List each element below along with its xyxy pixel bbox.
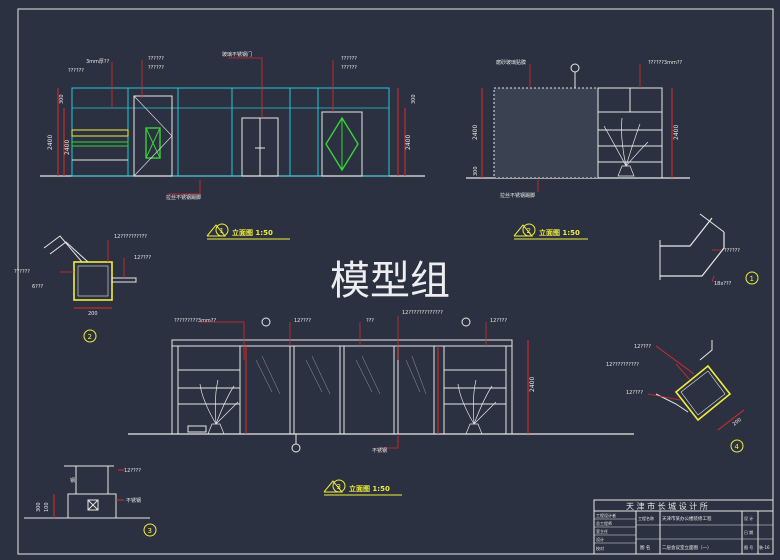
elevation-3: 2400 ?????????3mm?? 12???? ??? 12???????… bbox=[128, 310, 634, 496]
tb-date-label: 日 期 bbox=[744, 529, 753, 535]
elev2-caption: 2 立面图 1:50 bbox=[513, 223, 588, 240]
elev3-caption-title: 立面图 1:50 bbox=[349, 484, 390, 493]
elev3-label-t5: 12???? bbox=[490, 318, 507, 324]
detail3-label-1: 12???? bbox=[124, 468, 141, 474]
tb-row-4: 设计 bbox=[596, 536, 604, 542]
elev1-dim-5: 300 bbox=[411, 94, 417, 104]
detail2-label-left-a: ?????? bbox=[14, 269, 30, 275]
plant-icon bbox=[199, 379, 239, 435]
detail3-dim-2: 300 bbox=[36, 502, 42, 512]
tb-row-1: 工程设计者 bbox=[596, 512, 616, 518]
elev1-dim-4: 2400 bbox=[405, 135, 412, 150]
sheet-border bbox=[17, 8, 774, 555]
detail-4: 12???? 12?????????? 12???? 200 4 bbox=[606, 340, 745, 453]
elevation-1: 2400 2400 300 2400 300 3mm厚?? ?????? ???… bbox=[40, 51, 425, 240]
elev2-dim-2: 300 bbox=[473, 166, 479, 176]
elev2-label-top-left: 磨砂玻璃贴膜 bbox=[496, 59, 526, 66]
detail2-marker: 2 bbox=[88, 333, 92, 341]
detail4-label-1: 12???? bbox=[634, 344, 651, 350]
elev2-label-top-right: ??????3mm?? bbox=[648, 60, 682, 66]
elev1-label-top-right-a: ?????? bbox=[341, 56, 357, 62]
tb-project-name: 天津市某办公楼装修工程 bbox=[662, 515, 712, 522]
tb-drawing-label: 图 名 bbox=[640, 544, 650, 551]
elev2-dim-1: 2400 bbox=[472, 125, 479, 140]
elev1-caption-title: 立面图 1:50 bbox=[232, 228, 273, 237]
title-block-company: 天 津 市 长 城 设 计 所 bbox=[626, 501, 708, 511]
elev3-caption: 3 立面图 1:50 bbox=[323, 479, 402, 496]
tb-drawing-name: 二层会议室立面图（一） bbox=[662, 544, 712, 551]
tb-row-2: 总工程师 bbox=[596, 520, 612, 526]
svg-text:2: 2 bbox=[527, 227, 531, 235]
elev2-dim-3: 2400 bbox=[673, 125, 680, 140]
elev3-label-t1: ?????????3mm?? bbox=[174, 318, 216, 324]
frosted-glass-panel bbox=[493, 87, 599, 179]
svg-text:3: 3 bbox=[337, 483, 341, 491]
detail1-label-right-b: 18x??? bbox=[714, 281, 732, 287]
detail3-marker: 3 bbox=[148, 527, 152, 535]
tb-row-5: 校对 bbox=[596, 545, 604, 551]
elev1-dim-2: 2400 bbox=[64, 140, 71, 155]
elev1-dim-3: 300 bbox=[59, 94, 65, 104]
detail4-label-3: 12???? bbox=[626, 390, 643, 396]
detail2-label-right: 12???? bbox=[134, 255, 151, 261]
elev1-label-top-right-b: ?????? bbox=[341, 65, 357, 71]
detail3-label-3: 钢 bbox=[70, 477, 75, 484]
tb-phase-label: 设 计 bbox=[744, 515, 753, 521]
tb-sheet-label: 图 号 bbox=[744, 544, 753, 550]
detail1-marker: 1 bbox=[750, 275, 754, 283]
title-block: 天 津 市 长 城 设 计 所 工程设计者 总工程师 室主任 设计 校对 工程名… bbox=[593, 499, 774, 555]
elev1-caption: 1 立面图 1:50 bbox=[206, 223, 290, 240]
elev1-label-top-mid-a: ?????? bbox=[148, 56, 164, 62]
plant-icon bbox=[457, 379, 497, 435]
detail4-marker: 4 bbox=[735, 443, 740, 451]
elev1-label-top-center: 玻璃不锈钢门 bbox=[222, 51, 252, 58]
elev2-caption-title: 立面图 1:50 bbox=[539, 228, 580, 237]
detail2-dim-width: 200 bbox=[88, 311, 98, 317]
svg-text:1: 1 bbox=[220, 227, 224, 235]
elev1-label-bottom: 拉丝不锈钢踢脚 bbox=[166, 194, 201, 201]
elev3-label-t4: 12????????????? bbox=[402, 310, 443, 316]
detail1-label-right-a: ?????? bbox=[724, 248, 740, 254]
detail-3: 12???? 不锈钢 钢 100 300 3 bbox=[24, 465, 157, 537]
detail4-label-2: 12?????????? bbox=[606, 362, 639, 368]
watermark-text: 模型组 bbox=[330, 258, 450, 304]
detail3-label-2: 不锈钢 bbox=[126, 497, 141, 504]
elev1-dim-1: 2400 bbox=[47, 135, 54, 150]
elev3-label-t2: 12???? bbox=[294, 318, 311, 324]
detail2-label-left-b: 6??? bbox=[32, 284, 43, 290]
detail-1: ?????? 18x??? 1 bbox=[659, 213, 759, 287]
detail-2: 12?????????? ?????? 6??? 12???? 200 2 bbox=[14, 234, 151, 343]
elev3-dim-1: 2400 bbox=[529, 377, 536, 392]
elev3-label-t3: ??? bbox=[366, 318, 374, 324]
elevation-2: 2400 300 2400 磨砂玻璃贴膜 ??????3mm?? 拉丝不锈钢踢脚… bbox=[466, 59, 690, 240]
elev1-label-top-left-b: ?????? bbox=[68, 68, 84, 74]
plant-icon bbox=[603, 117, 649, 177]
tb-sheet-value: 装-16 bbox=[759, 544, 770, 550]
tb-project-label: 工程名称 bbox=[638, 515, 654, 521]
elev1-label-top-left-a: 3mm厚?? bbox=[86, 59, 110, 65]
detail4-dim-width: 200 bbox=[732, 417, 743, 428]
detail3-dim-1: 100 bbox=[44, 502, 50, 512]
detail2-label-top: 12?????????? bbox=[114, 234, 147, 240]
elev2-label-bottom: 拉丝不锈钢踢脚 bbox=[500, 192, 535, 199]
elev1-label-top-mid-b: ?????? bbox=[148, 65, 164, 71]
elev3-label-bottom: 不锈钢 bbox=[372, 447, 387, 454]
tb-row-3: 室主任 bbox=[596, 528, 608, 534]
